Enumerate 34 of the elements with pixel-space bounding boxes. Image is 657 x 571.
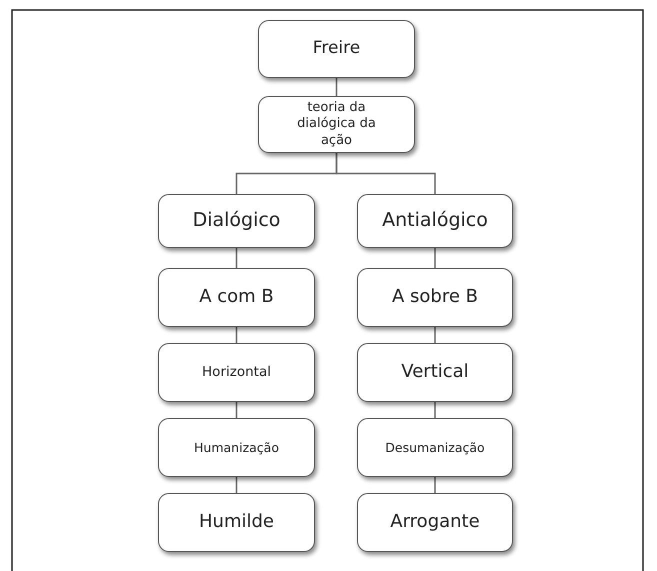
concept-label: teoria da dialógica da ação xyxy=(296,100,377,149)
concept-box xyxy=(158,418,315,477)
concept-label: Freire xyxy=(312,38,362,60)
concept-label: Humilde xyxy=(198,511,275,534)
connector-line xyxy=(434,402,436,418)
concept-box xyxy=(357,343,513,402)
connector-line xyxy=(236,477,238,493)
connector-line xyxy=(336,153,436,194)
concept-box xyxy=(357,268,513,327)
concept-box xyxy=(158,194,315,248)
concept-label: Dialógico xyxy=(192,209,282,233)
concept-box xyxy=(357,418,513,477)
concept-label: Antialógico xyxy=(381,209,489,233)
concept-label: Horizontal xyxy=(201,364,272,381)
concept-label: Humanização xyxy=(193,440,280,456)
concept-label: Vertical xyxy=(400,361,470,384)
connector-line xyxy=(434,248,436,268)
concept-box xyxy=(357,493,513,552)
connector-line xyxy=(236,248,238,268)
connector-line xyxy=(434,477,436,493)
connector-line xyxy=(434,327,436,343)
connector-line xyxy=(236,402,238,418)
concept-label: A sobre B xyxy=(390,286,479,309)
concept-label: A com B xyxy=(198,286,275,309)
concept-box xyxy=(158,268,315,327)
concept-box xyxy=(258,20,415,78)
concept-label: Arrogante xyxy=(389,511,481,534)
concept-box xyxy=(258,96,415,153)
concept-box xyxy=(158,343,315,402)
connector-line xyxy=(336,78,338,96)
concept-box xyxy=(158,493,315,552)
concept-box xyxy=(357,194,513,248)
connector-line xyxy=(236,327,238,343)
concept-label: Desumanização xyxy=(384,440,486,456)
